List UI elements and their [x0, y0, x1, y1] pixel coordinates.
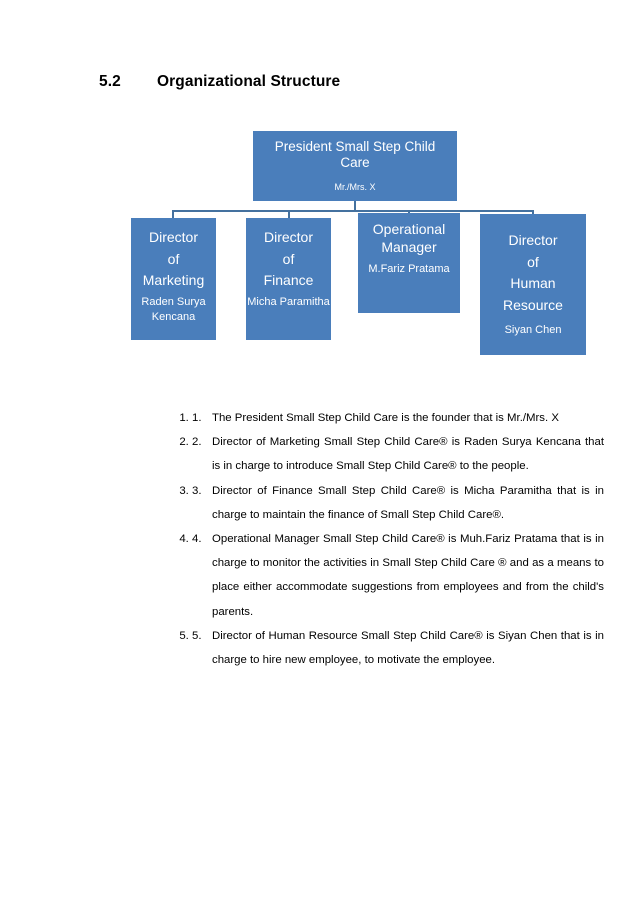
connector-root-stem: [354, 201, 356, 211]
org-node-director-marketing: Director of Marketing Raden Surya Kencan…: [131, 218, 216, 340]
connector-drop-hr: [532, 210, 534, 216]
org-node-title: Director of Finance: [263, 229, 314, 289]
org-node-title: Director of Marketing: [142, 229, 205, 289]
org-node-title: Director of Human Resource: [503, 232, 563, 314]
org-node-person: Raden Surya Kencana: [141, 296, 206, 323]
org-node-director-finance: Director of Finance Micha Paramitha: [246, 218, 331, 340]
description-list: 1. The President Small Step Child Care i…: [152, 406, 604, 672]
list-item-marker: 3.: [192, 484, 202, 497]
list-item: 2. Director of Marketing Small Step Chil…: [192, 430, 604, 478]
list-item-text: Director of Finance Small Step Child Car…: [212, 484, 604, 521]
connector-drop-finance: [288, 210, 290, 219]
org-node-president: President Small Step Child Care Mr./Mrs.…: [253, 131, 457, 201]
list-item-marker: 1.: [192, 412, 202, 424]
org-node-director-human-resource: Director of Human Resource Siyan Chen: [480, 214, 586, 355]
connector-horizontal-bus: [172, 210, 533, 212]
org-node-title: President Small Step Child Care: [274, 138, 436, 171]
org-node-person: M.Fariz Pratama: [368, 262, 450, 275]
section-heading: 5.2 Organizational Structure: [99, 73, 340, 91]
org-chart: President Small Step Child Care Mr./Mrs.…: [0, 0, 638, 380]
list-item-text: The President Small Step Child Care is t…: [212, 412, 559, 424]
list-item: 5. Director of Human Resource Small Step…: [192, 624, 604, 672]
org-node-person: Mr./Mrs. X: [334, 182, 376, 193]
list-item-text: Operational Manager Small Step Child Car…: [212, 533, 604, 618]
org-node-title: Operational Manager: [372, 221, 446, 255]
list-item: 1. The President Small Step Child Care i…: [192, 406, 604, 430]
list-item-marker: 5.: [192, 629, 202, 642]
org-node-operational-manager: Operational Manager M.Fariz Pratama: [358, 213, 460, 313]
connector-drop-marketing: [172, 210, 174, 219]
list-item-marker: 2.: [192, 436, 202, 449]
list-item-text: Director of Marketing Small Step Child C…: [212, 436, 604, 473]
list-item-text: Director of Human Resource Small Step Ch…: [212, 629, 604, 667]
org-node-person: Micha Paramitha: [247, 296, 330, 309]
list-item: 3. Director of Finance Small Step Child …: [192, 479, 604, 527]
list-item: 4. Operational Manager Small Step Child …: [192, 527, 604, 624]
page-title: Organizational Structure: [157, 73, 341, 90]
section-number: 5.2: [99, 73, 121, 90]
connector-drop-operational: [408, 210, 410, 215]
list-item-marker: 4.: [192, 533, 202, 546]
org-node-person: Siyan Chen: [504, 323, 562, 336]
